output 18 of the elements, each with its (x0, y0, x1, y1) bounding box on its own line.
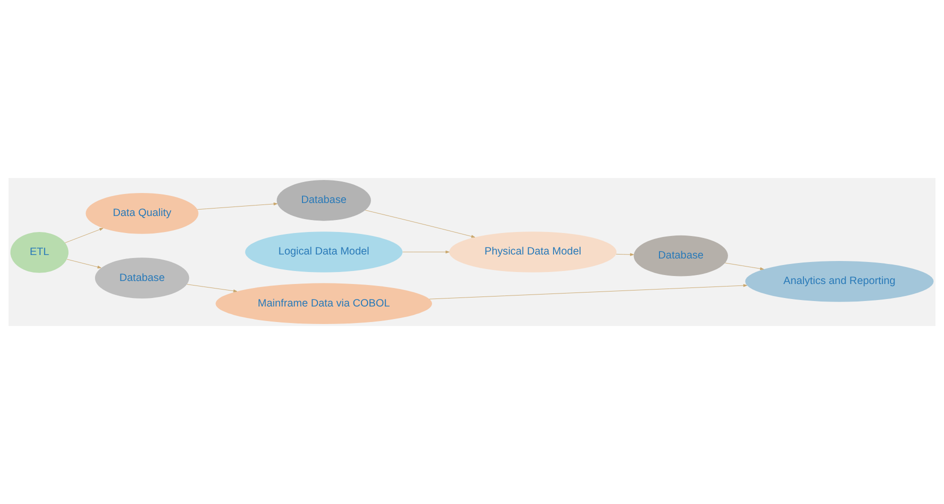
arrow (197, 202, 278, 210)
node-ellipse: Physical Data Model (449, 232, 617, 272)
arrow (66, 259, 102, 268)
arrow (616, 253, 634, 256)
node-ellipse: Mainframe Data via COBOL (216, 283, 432, 324)
arrow (364, 210, 476, 238)
arrow (402, 250, 450, 254)
node-ellipse: ETL (10, 232, 68, 273)
node-ellipse: Data Quality (86, 192, 198, 234)
arrow (429, 284, 748, 300)
arrow (724, 262, 764, 270)
arrow (186, 284, 238, 292)
node-ellipse: Analytics and Reporting (745, 261, 934, 302)
node-ellipse: Database (94, 258, 190, 298)
node-ellipse: Database (276, 180, 371, 221)
arrow (64, 228, 104, 244)
node-ellipse: Database (634, 235, 728, 276)
node-ellipse: Logical Data Model (245, 232, 403, 272)
